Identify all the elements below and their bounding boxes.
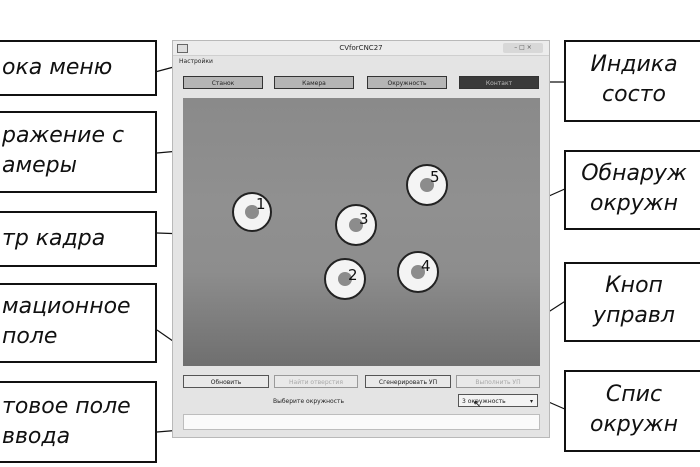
refresh-button[interactable]: Обновить [183,375,269,388]
circle-select-value: 3 окружность [462,398,506,405]
detected-circle-4[interactable]: 4 [397,251,439,293]
info-label: Выберите окружность [273,398,345,405]
circle-center-marker [411,265,425,279]
callout-menu-bar: ока меню [0,40,157,96]
callout-info-field: мационное поле [0,283,157,363]
circle-label-3: 3 [359,210,369,228]
circle-label-2: 2 [348,266,358,284]
execute-program-button[interactable]: Выполнить УП [456,375,540,388]
find-holes-button[interactable]: Найти отверстия [274,375,358,388]
circle-label-5: 5 [430,168,440,186]
menu-settings[interactable]: Настройки [179,58,213,65]
mouse-cursor-icon: ↖ [473,399,482,410]
window-title: CVforCNC27 [339,44,383,52]
callout-control-buttons: Кноп управл [564,262,700,342]
callout-circle-list: Спис окружн [564,370,700,452]
indicator-circle: Окружность [367,76,447,89]
detected-circle-1[interactable]: 1 [232,192,272,232]
title-bar: CVforCNC27 – □ × [173,41,549,56]
detected-circle-3[interactable]: 3 [335,204,377,246]
circle-center-marker [338,272,352,286]
callout-detected-circles: Обнаруж окружн [564,150,700,230]
circle-select[interactable]: 3 окружность ▾ [458,394,538,407]
detected-circle-5[interactable]: 5 [406,164,448,206]
chevron-down-icon: ▾ [529,398,533,405]
window-controls[interactable]: – □ × [503,43,543,53]
indicator-camera: Камера [274,76,354,89]
callout-camera-image: ражение с амеры [0,111,157,193]
callout-text-input: товое поле ввода [0,381,157,463]
circle-center-marker [349,218,363,232]
callout-status-indicators: Индика состо [564,40,700,122]
circle-center-marker [245,205,259,219]
detected-circle-2[interactable]: 2 [324,258,366,300]
camera-view[interactable]: 1 3 5 2 4 [183,98,540,366]
circle-center-marker [420,178,434,192]
callout-frame-center: тр кадра [0,211,157,267]
menu-bar: Настройки [173,56,549,68]
circle-label-4: 4 [421,257,431,275]
generate-program-button[interactable]: Сгенерировать УП [365,375,451,388]
text-input-field[interactable] [183,414,540,430]
app-window: CVforCNC27 – □ × Настройки Станок Камера… [172,40,550,438]
indicator-contact: Контакт [459,76,539,89]
indicator-machine: Станок [183,76,263,89]
circle-label-1: 1 [256,195,266,213]
app-icon [177,44,188,53]
